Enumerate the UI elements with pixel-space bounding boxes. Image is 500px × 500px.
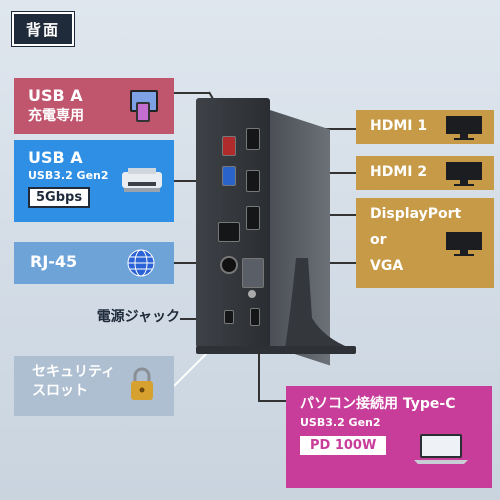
globe-icon [127, 249, 155, 277]
displayport-title: DisplayPort [370, 206, 462, 222]
type-c-subtitle: USB3.2 Gen2 [300, 416, 381, 429]
connector-line [258, 340, 260, 400]
monitor-icon [446, 232, 482, 256]
security-slot-subtitle: スロット [32, 383, 88, 399]
usb-a-charge-title: USB A [28, 86, 83, 105]
monitor-icon [446, 162, 482, 186]
type-c-title: パソコン接続用 Type-C [300, 396, 456, 412]
usb-a-gen2-subtitle: USB3.2 Gen2 [28, 169, 109, 182]
usb-a-charge-port [222, 136, 236, 156]
usb-a-charge-subtitle: 充電専用 [28, 108, 84, 124]
dock-device [196, 98, 270, 348]
screw [248, 290, 256, 298]
type-c-port [250, 308, 260, 326]
connector-line [258, 400, 286, 402]
device-base [196, 346, 356, 354]
padlock-icon [131, 367, 153, 400]
usb-a-charge-label: USB A 充電専用 [14, 78, 174, 134]
hdmi2-label: HDMI 2 [356, 156, 494, 190]
displayport-vga-label: DisplayPort or VGA [356, 198, 494, 288]
hdmi2-title: HDMI 2 [370, 164, 428, 180]
displayport-or: or [370, 232, 387, 248]
vga-title: VGA [370, 258, 404, 274]
hdmi1-label: HDMI 1 [356, 110, 494, 144]
back-label: 背面 [12, 12, 74, 46]
power-jack-label: 電源ジャック [96, 309, 180, 325]
security-slot-label: セキュリティ スロット [14, 356, 174, 416]
speed-badge: 5Gbps [28, 187, 91, 208]
laptop-icon [414, 434, 468, 464]
rj45-port [218, 222, 240, 242]
hdmi1-port [246, 128, 260, 150]
security-slot [224, 310, 234, 324]
displayport-port [246, 206, 260, 230]
usb-a-gen2-title: USB A [28, 148, 83, 167]
usb-a-gen2-port [222, 166, 236, 186]
tablet-phone-icon [130, 90, 158, 122]
rj45-label: RJ-45 [14, 242, 174, 284]
connector-line [174, 92, 210, 94]
hdmi2-port [246, 170, 260, 192]
hdmi1-title: HDMI 1 [370, 118, 428, 134]
power-delivery-badge: PD 100W [300, 436, 387, 455]
usb-a-gen2-label: USB A USB3.2 Gen2 5Gbps [14, 140, 174, 222]
vga-port [242, 258, 264, 288]
printer-icon [122, 168, 162, 192]
rj45-title: RJ-45 [30, 252, 78, 271]
security-slot-title: セキュリティ [32, 364, 116, 380]
device-stand [284, 258, 350, 354]
type-c-label: パソコン接続用 Type-C USB3.2 Gen2 PD 100W [286, 386, 492, 488]
monitor-icon [446, 116, 482, 140]
power-jack [220, 256, 238, 274]
